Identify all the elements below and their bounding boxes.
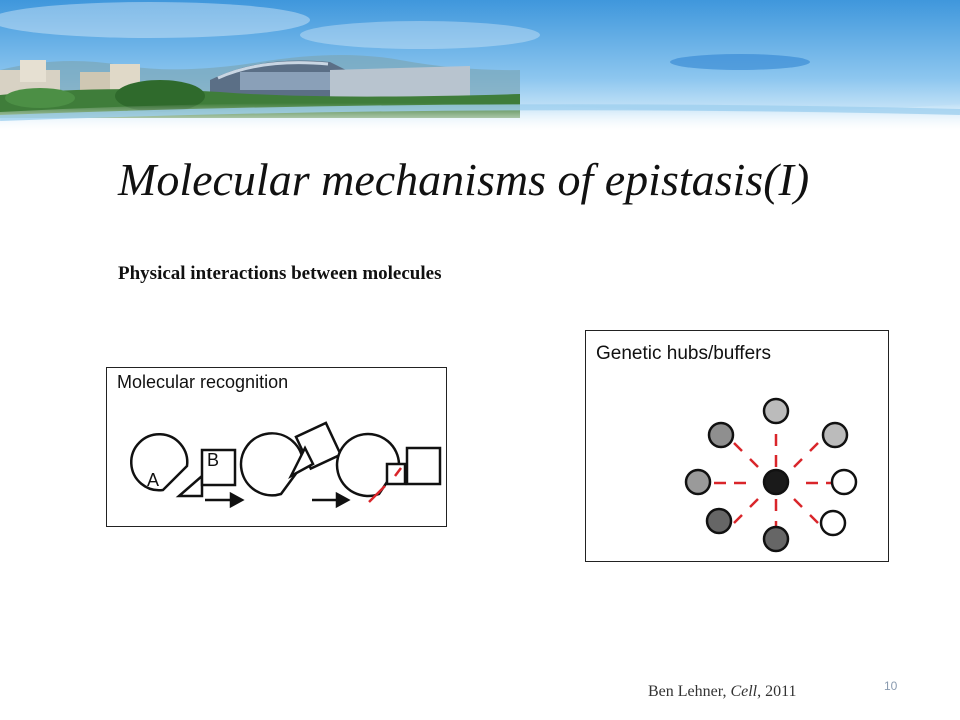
molecule-b-triangle <box>175 473 204 498</box>
gene-node-right <box>830 468 858 496</box>
gene-node-bottom <box>762 525 790 553</box>
figure-genetic-hubs: Genetic hubs/buffers <box>585 330 889 562</box>
molecule-b-square <box>200 448 237 487</box>
citation-journal: Cell <box>730 683 758 700</box>
gene-node-left <box>684 468 712 496</box>
arrow-head-2 <box>335 491 351 509</box>
molecule-a-label: A <box>147 470 159 490</box>
hub-spokes <box>714 434 838 533</box>
slide-title: Molecular mechanisms of epistasis(I) <box>118 154 810 205</box>
gene-node-top-left <box>707 421 735 449</box>
molecular-recognition-diagram: A B <box>130 421 442 509</box>
campus-banner-image <box>0 0 960 130</box>
slide-subtitle: Physical interactions between molecules <box>118 263 442 284</box>
header-banner <box>0 0 960 130</box>
molecule-b-square-3 <box>405 446 442 486</box>
citation: Ben Lehner, Cell, 2011 <box>648 683 797 701</box>
page-number: 10 <box>884 679 898 693</box>
molecule-b-triangle-2 <box>288 445 315 480</box>
gene-node-bottom-left <box>705 507 733 535</box>
citation-year: , 2011 <box>757 683 797 700</box>
figure-molecular-recognition: Molecular recognition <box>106 367 447 527</box>
gene-node-top <box>762 397 790 425</box>
molecule-a-shape <box>130 433 189 492</box>
molecule-a-shape-2 <box>239 432 305 497</box>
figure-label: Genetic hubs/buffers <box>596 343 771 364</box>
gene-node-top-right <box>821 421 849 449</box>
gene-node-bottom-right <box>819 509 847 537</box>
interaction-marks <box>368 467 402 503</box>
molecule-b-label: B <box>207 450 219 470</box>
genetic-hubs-diagram <box>684 397 858 553</box>
molecule-a-shape-3 <box>335 432 401 498</box>
citation-author: Ben Lehner, <box>648 683 731 700</box>
arrow-head <box>229 491 245 509</box>
figure-label: Molecular recognition <box>117 372 289 392</box>
hub-node-center <box>762 468 790 496</box>
